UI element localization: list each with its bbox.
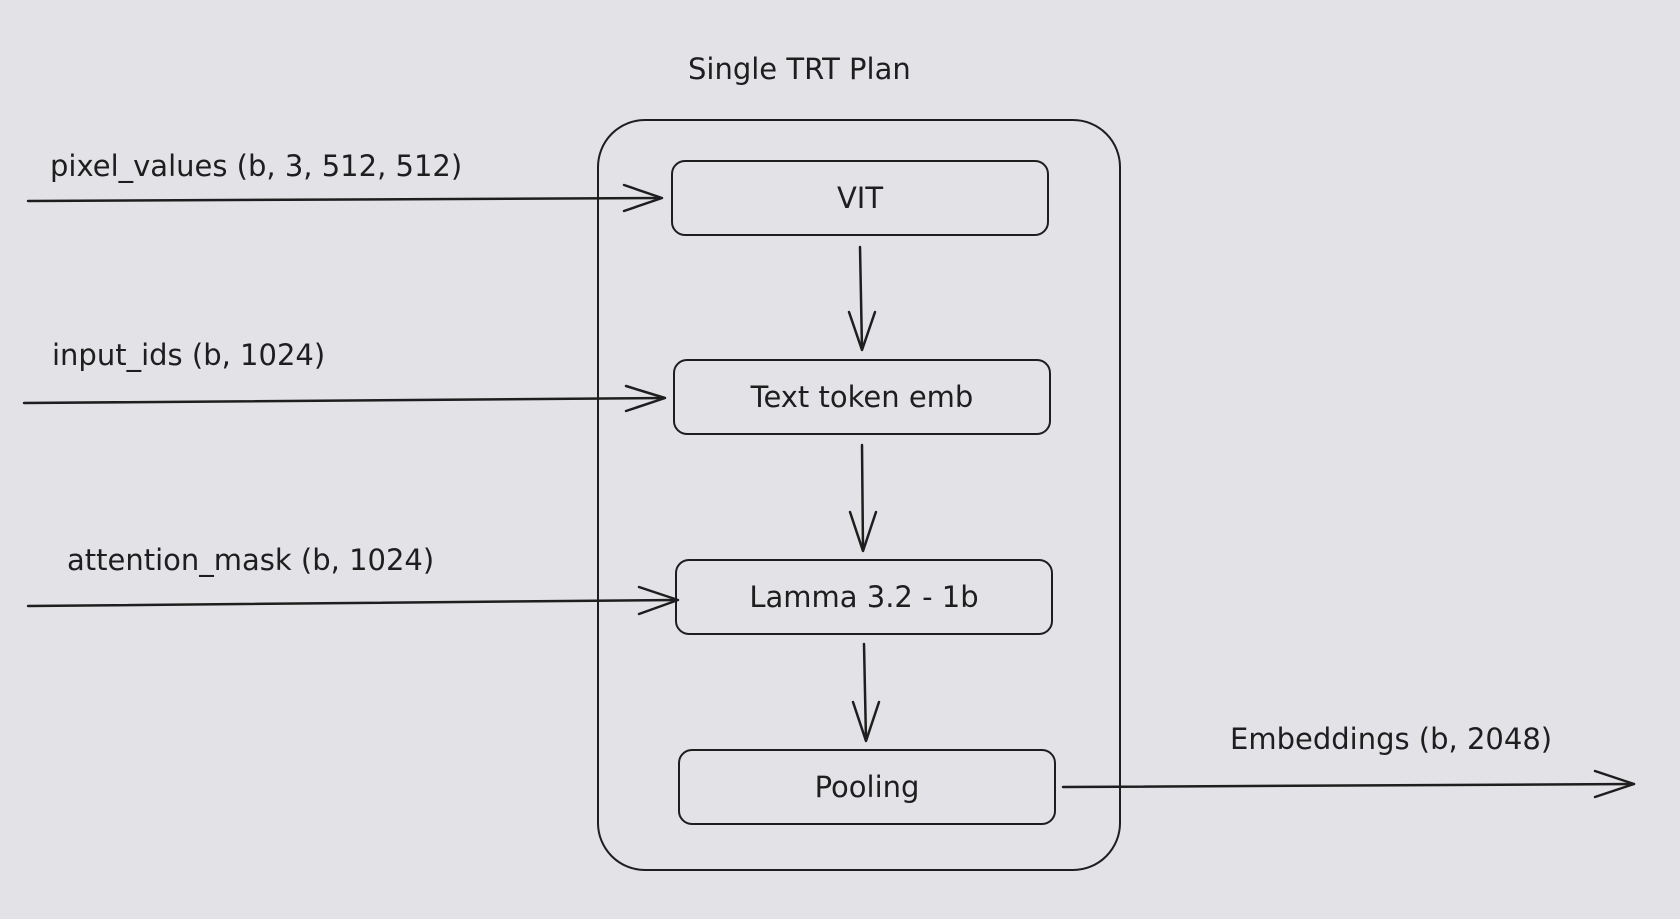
vit-block-label: VIT (836, 181, 884, 215)
text-token-emb-block: Text token emb (673, 359, 1051, 435)
llama-to-pooling-arrow (851, 642, 881, 743)
pixel-values-arrow (26, 183, 664, 213)
llama-block-label: Lamma 3.2 - 1b (749, 580, 979, 614)
embeddings-arrow (1061, 769, 1636, 799)
llama-block: Lamma 3.2 - 1b (675, 559, 1053, 635)
text-token-emb-block-label: Text token emb (750, 380, 974, 414)
input-ids-arrow (22, 384, 667, 413)
attention-mask-arrow (26, 585, 680, 616)
pooling-block-label: Pooling (814, 770, 920, 804)
vit-block: VIT (671, 160, 1049, 236)
pooling-block: Pooling (678, 749, 1056, 825)
pixel-values-label: pixel_values (b, 3, 512, 512) (50, 149, 463, 183)
input-ids-label: input_ids (b, 1024) (52, 338, 326, 372)
embeddings-label: Embeddings (b, 2048) (1230, 722, 1553, 756)
trt-plan-container (597, 119, 1121, 871)
plan-title: Single TRT Plan (688, 52, 911, 86)
attention-mask-label: attention_mask (b, 1024) (67, 543, 435, 577)
vit-to-text-emb-arrow (847, 245, 877, 352)
text-emb-to-llama-arrow (848, 443, 878, 553)
